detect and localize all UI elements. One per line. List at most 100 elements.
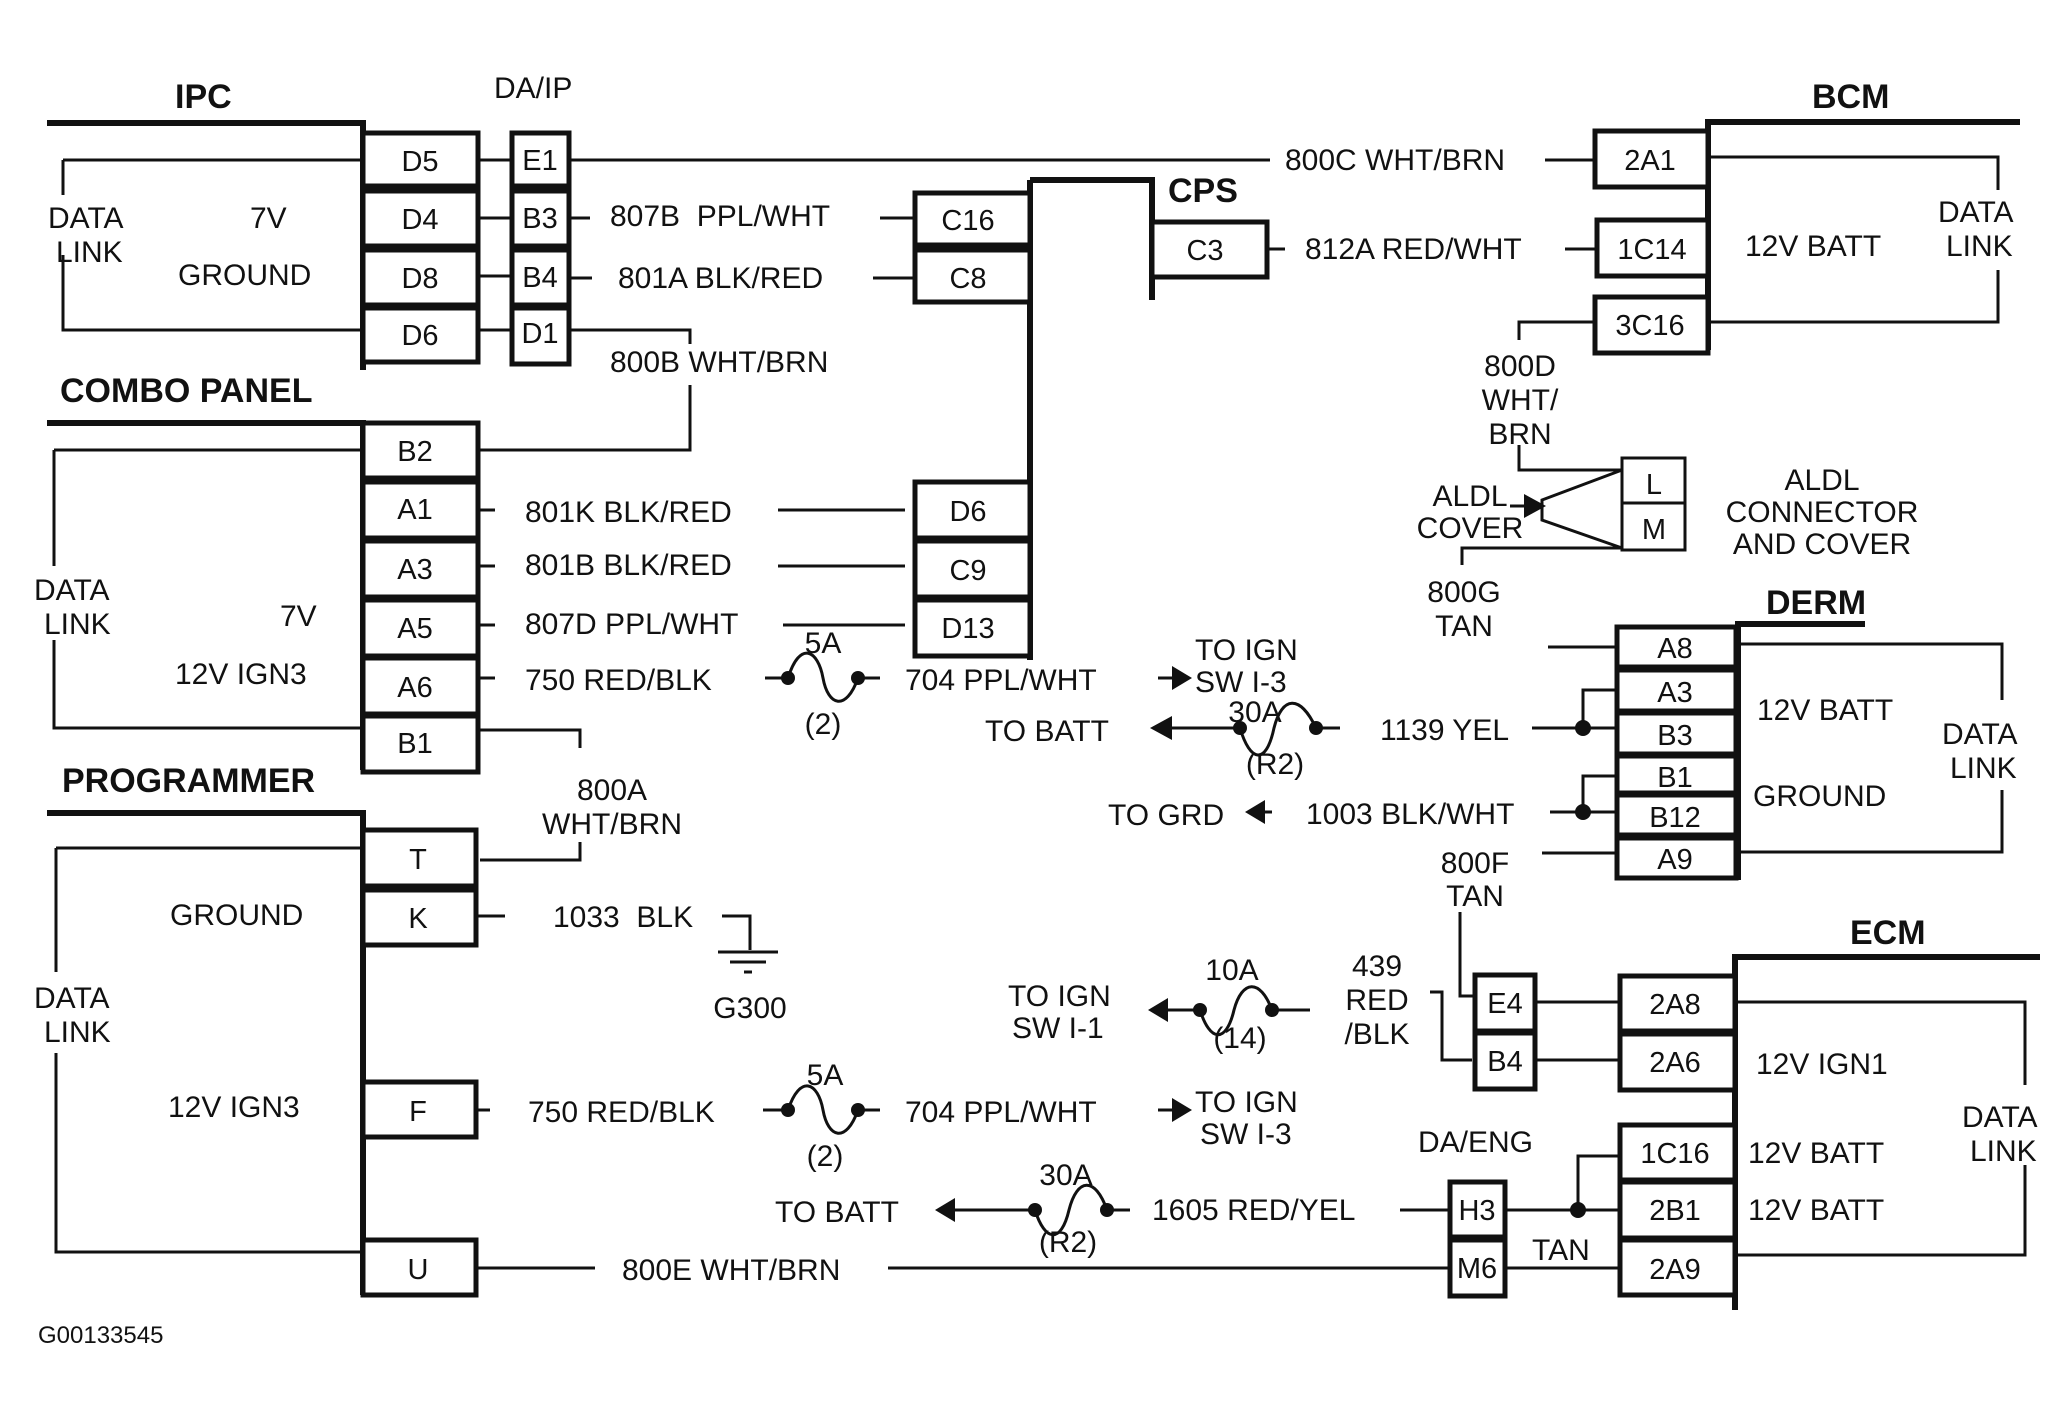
fuse-id: (2) [807,1140,844,1173]
svg-text:2A8: 2A8 [1649,989,1701,1021]
cps-body-outline [1030,177,1155,300]
fuse-rating: 30A [1039,1159,1092,1192]
derm-pin-a9: A9 [1614,835,1739,881]
wire-800d [1517,320,1625,472]
aldl-cover-outline [1540,468,1623,550]
ipc-to-daip-wires [478,158,512,332]
aldl-pin-m: M [1620,501,1687,552]
bcm-module: BCM DATA LINK 12V BATT 2A1 1C14 3C16 [1592,78,2020,356]
cps-pin-c8: C8 [912,247,1033,305]
svg-text:C3: C3 [1186,235,1223,267]
ipc-signal-7v: 7V [250,202,287,235]
fuse-element-icon [786,651,860,703]
wire-750a-label: 750 RED/BLK [525,664,712,697]
ipc-data-link-wire [61,158,363,332]
svg-text:D6: D6 [949,496,986,528]
ecm-pin-2a8: 2A8 [1617,973,1738,1034]
dest-to-batt-a: TO BATT [985,715,1109,748]
svg-text:F: F [409,1096,427,1128]
wire-1003-label: 1003 BLK/WHT [1306,798,1514,831]
svg-text:2B1: 2B1 [1649,1195,1701,1227]
fuse-5a-programmer: 5A (2) [781,1059,865,1173]
wire-801k-label: 801K BLK/RED [525,496,732,529]
cps-pin-d6: D6 [912,479,1033,541]
aldl-cover-arrow-icon [1524,494,1546,518]
svg-text:B4: B4 [522,262,557,294]
fuse-id: (R2) [1039,1226,1097,1259]
ipc-signal-ground: GROUND [178,259,311,292]
aldl-cover-label-2: COVER [1417,512,1524,545]
svg-text:D8: D8 [401,263,438,295]
derm-pin-b3: B3 [1614,710,1739,757]
svg-text:A3: A3 [1657,677,1692,709]
combo-panel-label: COMBO PANEL [60,372,312,410]
programmer-pin-u: U [360,1237,479,1298]
wire-1139-splice [1532,688,1617,730]
combo-panel-signal-7v: 7V [280,600,317,633]
svg-text:D6: D6 [401,320,438,352]
svg-text:2A1: 2A1 [1624,145,1676,177]
da-ip-pin-e1: E1 [509,130,572,189]
ipc-pin-d5: D5 [360,130,481,189]
combo-pin-a1: A1 [360,479,481,541]
derm-signal-ground: GROUND [1753,780,1886,813]
inline-to-ecm-wires [1535,1000,1620,1062]
arrow-right-icon [1172,1098,1192,1122]
wire-800g-label-2: TAN [1435,610,1493,643]
derm-signal-12v-batt: 12V BATT [1757,694,1893,727]
derm-pin-a3: A3 [1614,667,1739,714]
wire-439-label-2: RED [1345,984,1408,1017]
ipc-pin-d4: D4 [360,188,481,249]
inline-pin-e4: E4 [1472,972,1538,1034]
dest-to-ign-sw-i3-a-1: TO IGN [1195,634,1298,667]
fuse-id: (R2) [1246,748,1304,781]
dest-to-ign-sw-i3-b-2: SW I-3 [1200,1118,1292,1151]
programmer-data-link-label-1: DATA [34,982,110,1015]
cps-module: CPS C16 C8 C3 D6 C9 D13 [912,172,1270,660]
aldl-label-1: ALDL [1784,464,1859,497]
fuse-element-icon [1198,985,1274,1037]
combo-panel-data-link-label-1: DATA [34,574,110,607]
wire-1033-label: 1033 BLK [553,901,693,934]
ecm-pin-2b1: 2B1 [1617,1179,1738,1241]
ecm-label: ECM [1850,914,1926,952]
ecm-data-link-wire [1735,1000,2027,1257]
svg-text:A9: A9 [1657,844,1692,876]
programmer-body-outline [47,810,366,1295]
fuse-5a-combo: 5A (2) [781,627,865,741]
wire-800c-label: 800C WHT/BRN [1285,144,1505,177]
svg-text:K: K [408,903,428,935]
combo-panel-data-link-wire [52,448,363,730]
programmer-data-link-label-2: LINK [44,1016,111,1049]
svg-text:B1: B1 [1657,762,1692,794]
splice-icon [1575,720,1591,736]
arrow-left-icon [1245,800,1265,824]
wire-800g [1460,546,1622,565]
programmer-pin-f: F [360,1079,479,1140]
wire-800d-label-2: WHT/ [1482,384,1559,417]
ecm-data-link-label-2: LINK [1970,1135,2037,1168]
wire-800a-label-2: WHT/BRN [542,808,682,841]
svg-text:A3: A3 [397,554,432,586]
ground-icon [718,950,778,974]
wire-801a-label: 801A BLK/RED [618,262,823,295]
wire-1605-label: 1605 RED/YEL [1152,1194,1355,1227]
svg-text:T: T [409,844,427,876]
svg-text:E1: E1 [522,145,557,177]
derm-body-outline [1735,621,1865,880]
cps-pin-d13: D13 [912,597,1033,659]
wire-800b-label: 800B WHT/BRN [610,346,828,379]
svg-text:B3: B3 [522,203,557,235]
svg-text:B1: B1 [397,728,432,760]
wire-704b-label: 704 PPL/WHT [905,1096,1097,1129]
ecm-signal-12v-batt-2: 12V BATT [1748,1194,1884,1227]
bcm-data-link-label-2: LINK [1946,230,2013,263]
combo-panel-module: COMBO PANEL DATA LINK 7V 12V IGN3 B2 A1 … [34,372,481,775]
ipc-pin-d6: D6 [360,305,481,365]
bcm-data-link-label-1: DATA [1938,196,2014,229]
wire-800g-label-1: 800G [1427,576,1500,609]
combo-pin-b1: B1 [360,713,481,775]
svg-text:A8: A8 [1657,633,1692,665]
svg-text:B3: B3 [1657,720,1692,752]
